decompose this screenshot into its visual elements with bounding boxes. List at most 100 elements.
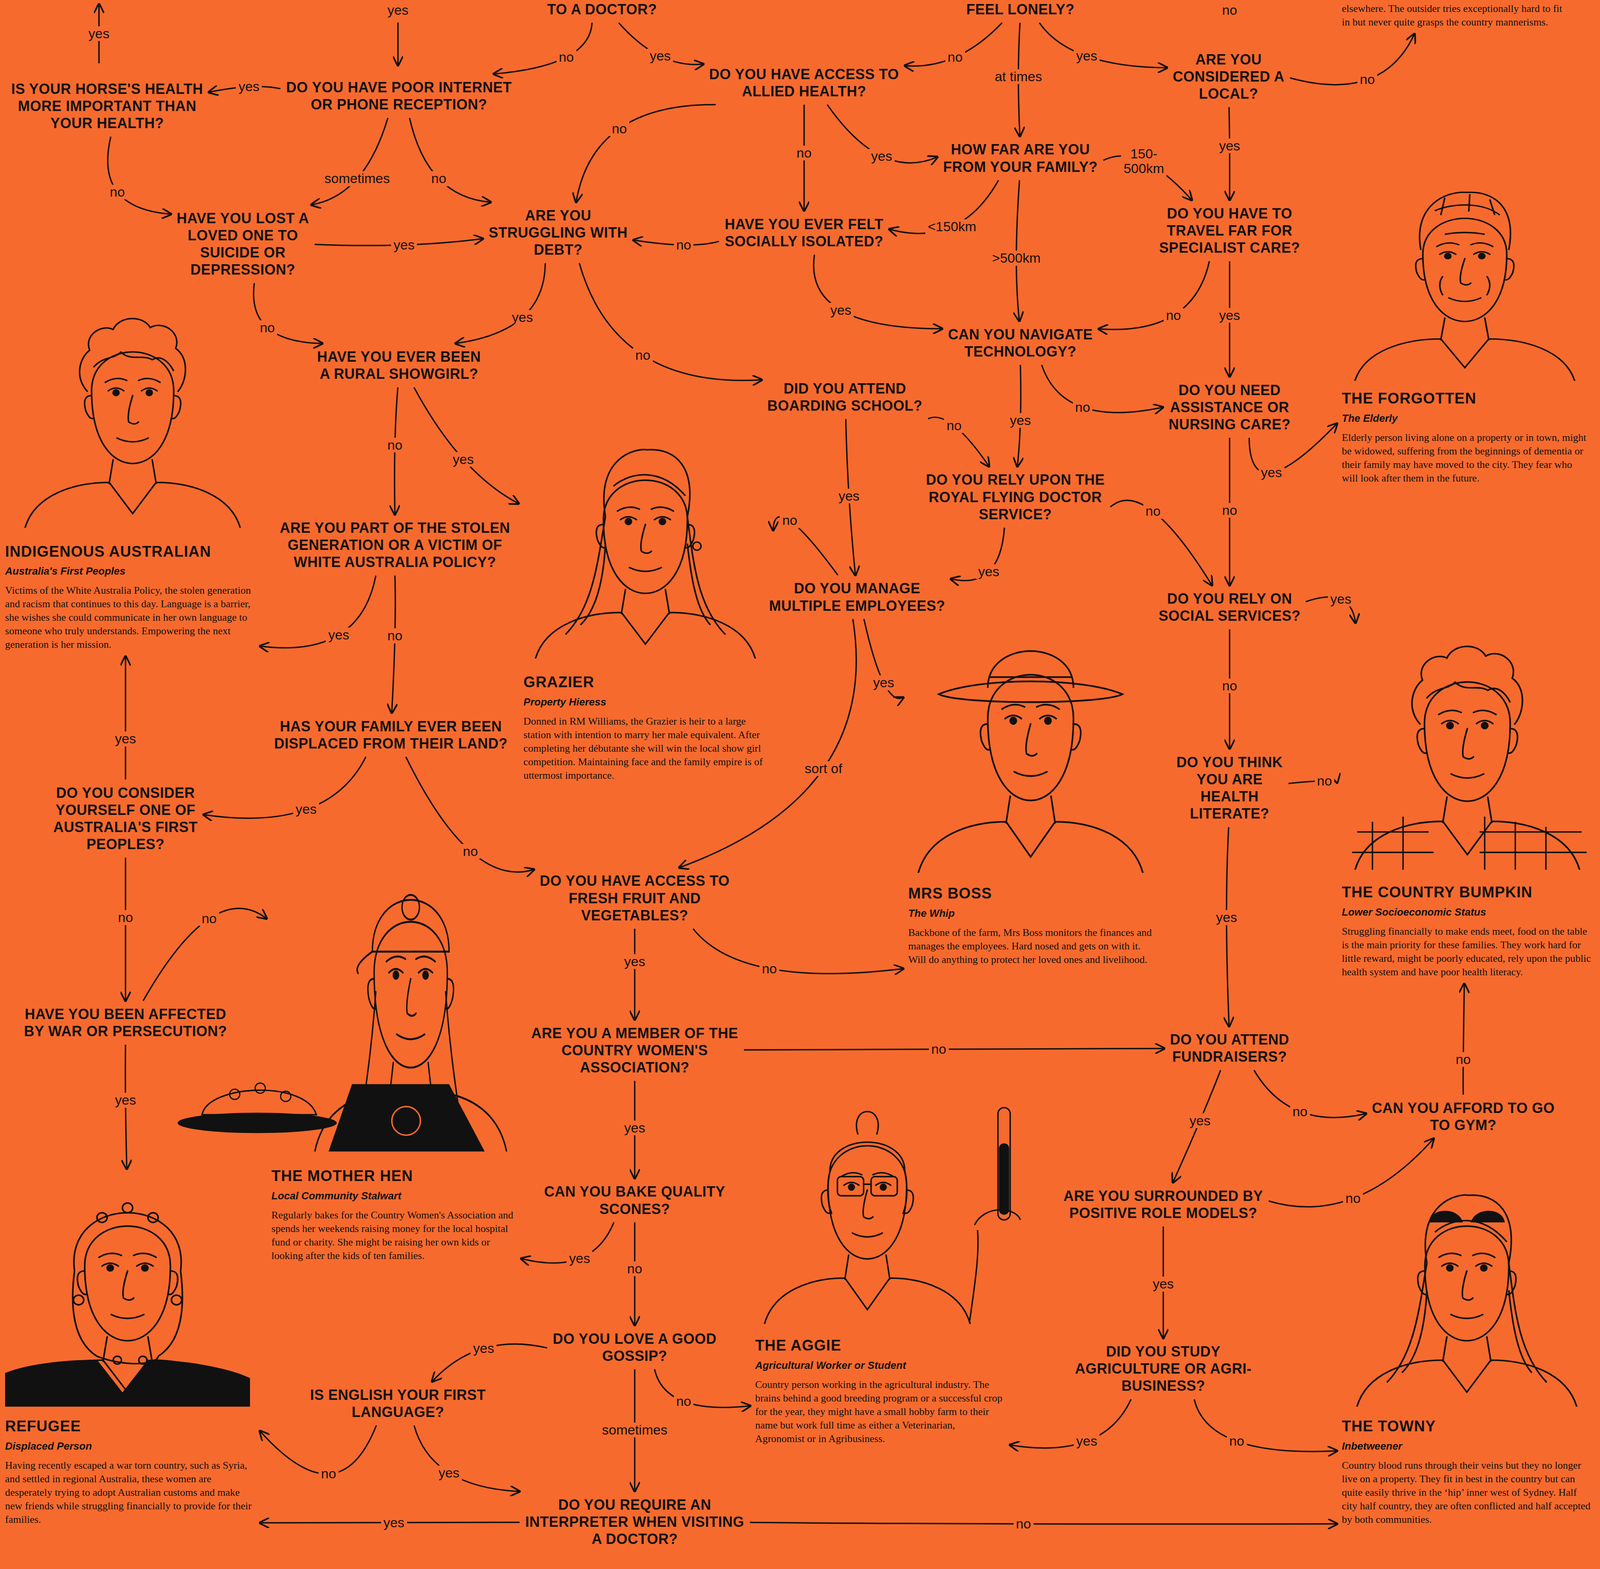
flow-arrow — [405, 756, 534, 873]
question-text: ARE YOU CONSIDERED A LOCAL? — [1171, 50, 1286, 103]
persona-subtitle: Local Community Stalwart — [271, 1189, 517, 1202]
question-text: DID YOU STUDY AGRICULTURE OR AGRI-BUSINE… — [1074, 1342, 1253, 1395]
flow-arrow — [864, 618, 904, 699]
question-node: DID YOU ATTEND BOARDING SCHOOL? — [766, 379, 924, 415]
branch-label: no — [318, 1465, 339, 1481]
branch-label: yes — [1187, 1113, 1213, 1128]
branch-label: no — [460, 843, 481, 859]
portrait-bumpkin — [1352, 646, 1587, 870]
question-node: DO YOU NEED ASSISTANCE OR NURSING CARE? — [1167, 381, 1292, 434]
portrait-aggie — [764, 1107, 1021, 1324]
branch-label: yes — [1150, 1276, 1177, 1291]
branch-label: yes — [827, 302, 854, 318]
branch-label: no — [1219, 2, 1240, 18]
question-text: CAN YOU BAKE QUALITY SCONES? — [543, 1182, 727, 1217]
question-text: FEEL LONELY? — [965, 0, 1076, 18]
branch-label: no — [944, 418, 964, 433]
flow-arrow — [124, 857, 127, 1001]
question-node: DO YOU CONSIDER YOURSELF ONE OF AUSTRALI… — [52, 784, 199, 853]
persona-card: THE TOWNYInbetweenerCountry blood runs t… — [1341, 1173, 1592, 1527]
persona-title: REFUGEE — [5, 1417, 255, 1435]
persona-title: THE COUNTRY BUMPKIN — [1341, 883, 1592, 902]
question-node: HAVE YOU LOST A LOVED ONE TO SUICIDE OR … — [175, 209, 310, 279]
branch-label: no — [107, 184, 128, 200]
branch-label: no — [1314, 773, 1335, 789]
question-text: CAN YOU AFFORD TO GO TO GYM? — [1370, 1099, 1556, 1134]
question-text: TO A DOCTOR? — [546, 0, 658, 18]
branch-label: no — [257, 320, 278, 335]
flow-arrow — [1098, 261, 1210, 330]
persona-card: THE FORGOTTENThe ElderlyElderly person l… — [1341, 171, 1587, 485]
branch-label: no — [428, 171, 449, 186]
flow-arrow — [259, 575, 376, 649]
flow-arrow — [124, 656, 127, 780]
branch-label: yes — [85, 26, 112, 41]
flow-arrow — [1290, 33, 1415, 85]
branch-label: yes — [325, 627, 352, 643]
question-text: DO YOU THINK YOU ARE HEALTH LITERATE? — [1175, 753, 1284, 823]
question-node: CAN YOU AFFORD TO GO TO GYM? — [1370, 1099, 1556, 1134]
branch-label: <150km — [925, 219, 979, 234]
persona-card: THE COUNTRY BUMPKIN Lower Socioeconomic S… — [1341, 627, 1592, 980]
persona-description: Country person working in the agricultur… — [755, 1377, 1005, 1446]
offpage-arrows — [99, 3, 399, 66]
question-text: ARE YOU SURROUNDED BY POSITIVE ROLE MODE… — [1062, 1187, 1264, 1222]
flow-arrow — [414, 387, 519, 504]
persona-card: MRS BOSSThe WhipBackbone of the farm, Mr… — [908, 617, 1154, 967]
question-node: IS YOUR HORSE'S HEALTH MORE IMPORTANT TH… — [10, 80, 205, 133]
branch-label: no — [199, 910, 220, 926]
branch-label: yes — [450, 451, 477, 467]
question-node: ARE YOU PART OF THE STOLEN GENERATION OR… — [278, 519, 512, 571]
branch-label: yes — [621, 953, 648, 969]
flow-arrow — [743, 1048, 1165, 1050]
question-text: HAVE YOU BEEN AFFECTED BY WAR OR PERSECU… — [23, 1005, 228, 1040]
portrait-mrs-boss — [918, 650, 1143, 873]
persona-description: Having recently escaped a war torn count… — [5, 1458, 255, 1527]
flow-arrow — [749, 1522, 1338, 1524]
flow-arrow — [1039, 22, 1168, 68]
portrait-towny — [1356, 1194, 1577, 1407]
branch-label: at times — [992, 69, 1045, 84]
branch-label: no — [385, 628, 405, 643]
question-node: CAN YOU BAKE QUALITY SCONES? — [543, 1182, 727, 1217]
branch-label: no — [945, 49, 966, 65]
branch-label: no — [609, 121, 630, 137]
branch-label: yes — [391, 237, 417, 253]
persona-title: THE MOTHER HEN — [271, 1167, 517, 1185]
question-text: DO YOU RELY UPON THE ROYAL FLYING DOCTOR… — [924, 471, 1106, 523]
persona-subtitle: Inbetweener — [1341, 1439, 1592, 1453]
question-node: TO A DOCTOR? — [546, 0, 658, 18]
branch-label: yes — [385, 2, 411, 18]
flow-arrow — [692, 928, 904, 974]
question-node: DO YOU THINK YOU ARE HEALTH LITERATE? — [1175, 753, 1284, 823]
question-node: HAVE YOU EVER BEEN A RURAL SHOWGIRL? — [316, 348, 482, 383]
question-node: CAN YOU NAVIGATE TECHNOLOGY? — [947, 325, 1094, 361]
branch-label: no — [1226, 1433, 1247, 1449]
question-node: HAVE YOU EVER FELT SOCIALLY ISOLATED? — [723, 215, 885, 250]
persona-subtitle: Lower Socioeconomic Status — [1341, 905, 1592, 919]
flow-arrow — [1041, 364, 1164, 413]
flow-arrow — [1172, 1070, 1221, 1183]
question-text: DO YOU HAVE POOR INTERNET OR PHONE RECEP… — [285, 78, 513, 113]
branch-label: yes — [1007, 412, 1034, 428]
persona-card: GRAZIERProperty HieressDonned in RM Will… — [523, 428, 769, 782]
branch-label: no — [673, 237, 694, 253]
flow-arrow — [654, 1368, 751, 1408]
flow-arrow — [259, 1424, 377, 1474]
flow-arrow — [1253, 1070, 1367, 1118]
question-text: DO YOU ATTEND FUNDRAISERS? — [1169, 1030, 1291, 1065]
question-node: DID YOU STUDY AGRICULTURE OR AGRI-BUSINE… — [1074, 1342, 1253, 1395]
flow-arrow — [414, 1424, 520, 1491]
branch-label: yes — [112, 1092, 139, 1108]
portrait-indigenous — [25, 318, 241, 528]
branch-label: yes — [381, 1514, 407, 1530]
persona-subtitle: Displaced Person — [5, 1439, 255, 1453]
question-text: HAVE YOU LOST A LOVED ONE TO SUICIDE OR … — [175, 209, 310, 279]
question-text: DO YOU RELY ON SOCIAL SERVICES? — [1158, 589, 1301, 625]
flow-arrow — [928, 417, 990, 467]
question-node: IS ENGLISH YOUR FIRST LANGUAGE? — [309, 1385, 487, 1421]
persona-subtitle: Agricultural Worker or Student — [755, 1358, 1005, 1372]
persona-title: GRAZIER — [523, 673, 769, 691]
question-node: HAS YOUR FAMILY EVER BEEN DISPLACED FROM… — [273, 717, 509, 752]
persona-title: THE FORGOTTEN — [1341, 389, 1587, 408]
